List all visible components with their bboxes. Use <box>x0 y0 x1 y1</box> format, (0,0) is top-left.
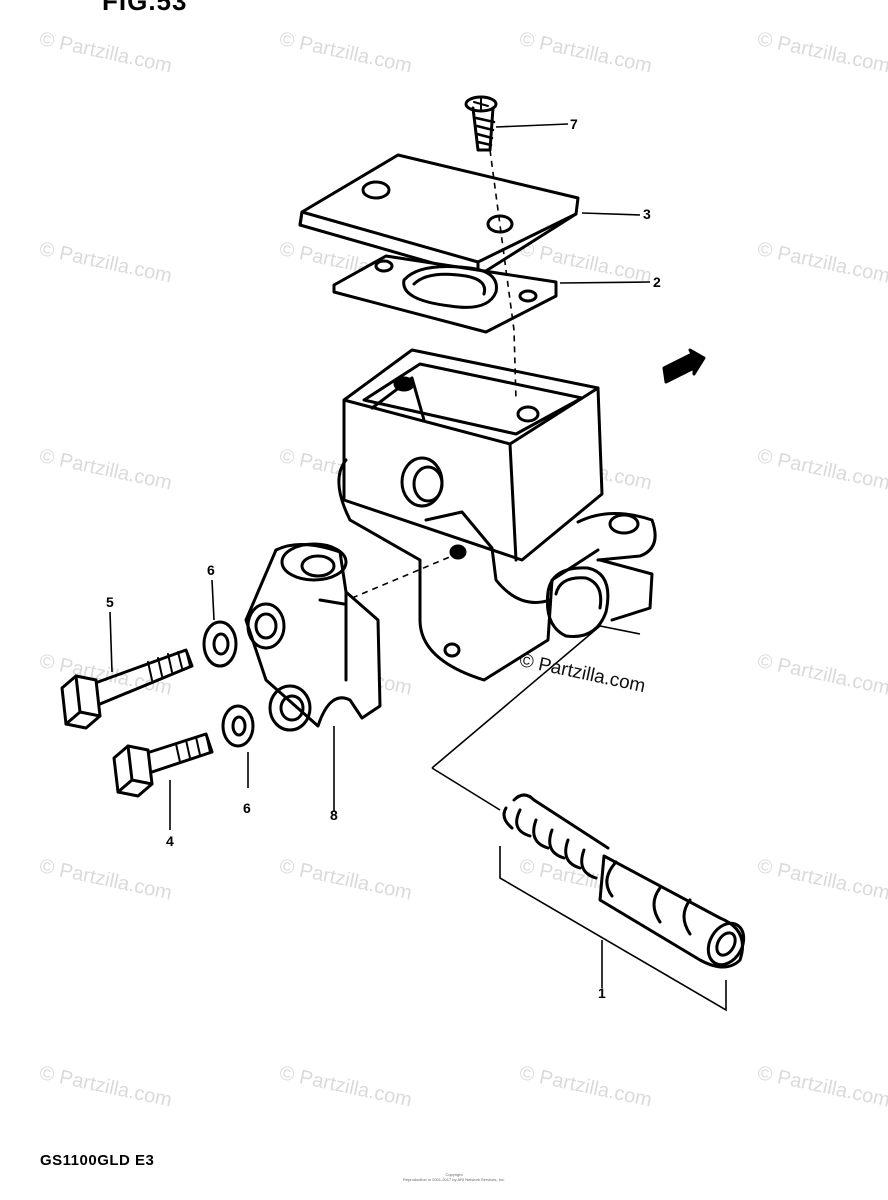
bolt-short-part <box>112 732 214 798</box>
callout-6-upper: 6 <box>207 562 215 578</box>
diaphragm-part <box>332 254 558 334</box>
washer-lower-part <box>221 704 255 748</box>
callout-2: 2 <box>653 274 661 290</box>
piston-assembly-part <box>502 793 746 969</box>
callout-8: 8 <box>330 807 338 823</box>
callout-6-lower: 6 <box>243 800 251 816</box>
master-cylinder-body <box>337 348 657 682</box>
clamp-holder-part <box>244 542 382 732</box>
copyright-line-1: Copyright <box>445 1172 463 1177</box>
copyright-line-2: Reproduction in 2001-2017 by ARI Network… <box>402 1177 506 1182</box>
copyright-notice: Copyright Reproduction in 2001-2017 by A… <box>384 1172 524 1182</box>
callout-3: 3 <box>643 206 651 222</box>
figure-title: FIG.53 <box>102 0 188 16</box>
callout-7: 7 <box>570 116 578 132</box>
bolt-long-part <box>60 648 194 730</box>
callout-4: 4 <box>166 833 174 849</box>
model-code: GS1100GLD E3 <box>40 1152 155 1169</box>
cap-screw-part <box>464 95 498 152</box>
washer-upper-part <box>202 620 238 668</box>
direction-arrow-icon <box>662 348 706 384</box>
callout-5: 5 <box>106 594 114 610</box>
callout-1: 1 <box>598 985 606 1001</box>
reservoir-cap-part <box>298 153 580 278</box>
